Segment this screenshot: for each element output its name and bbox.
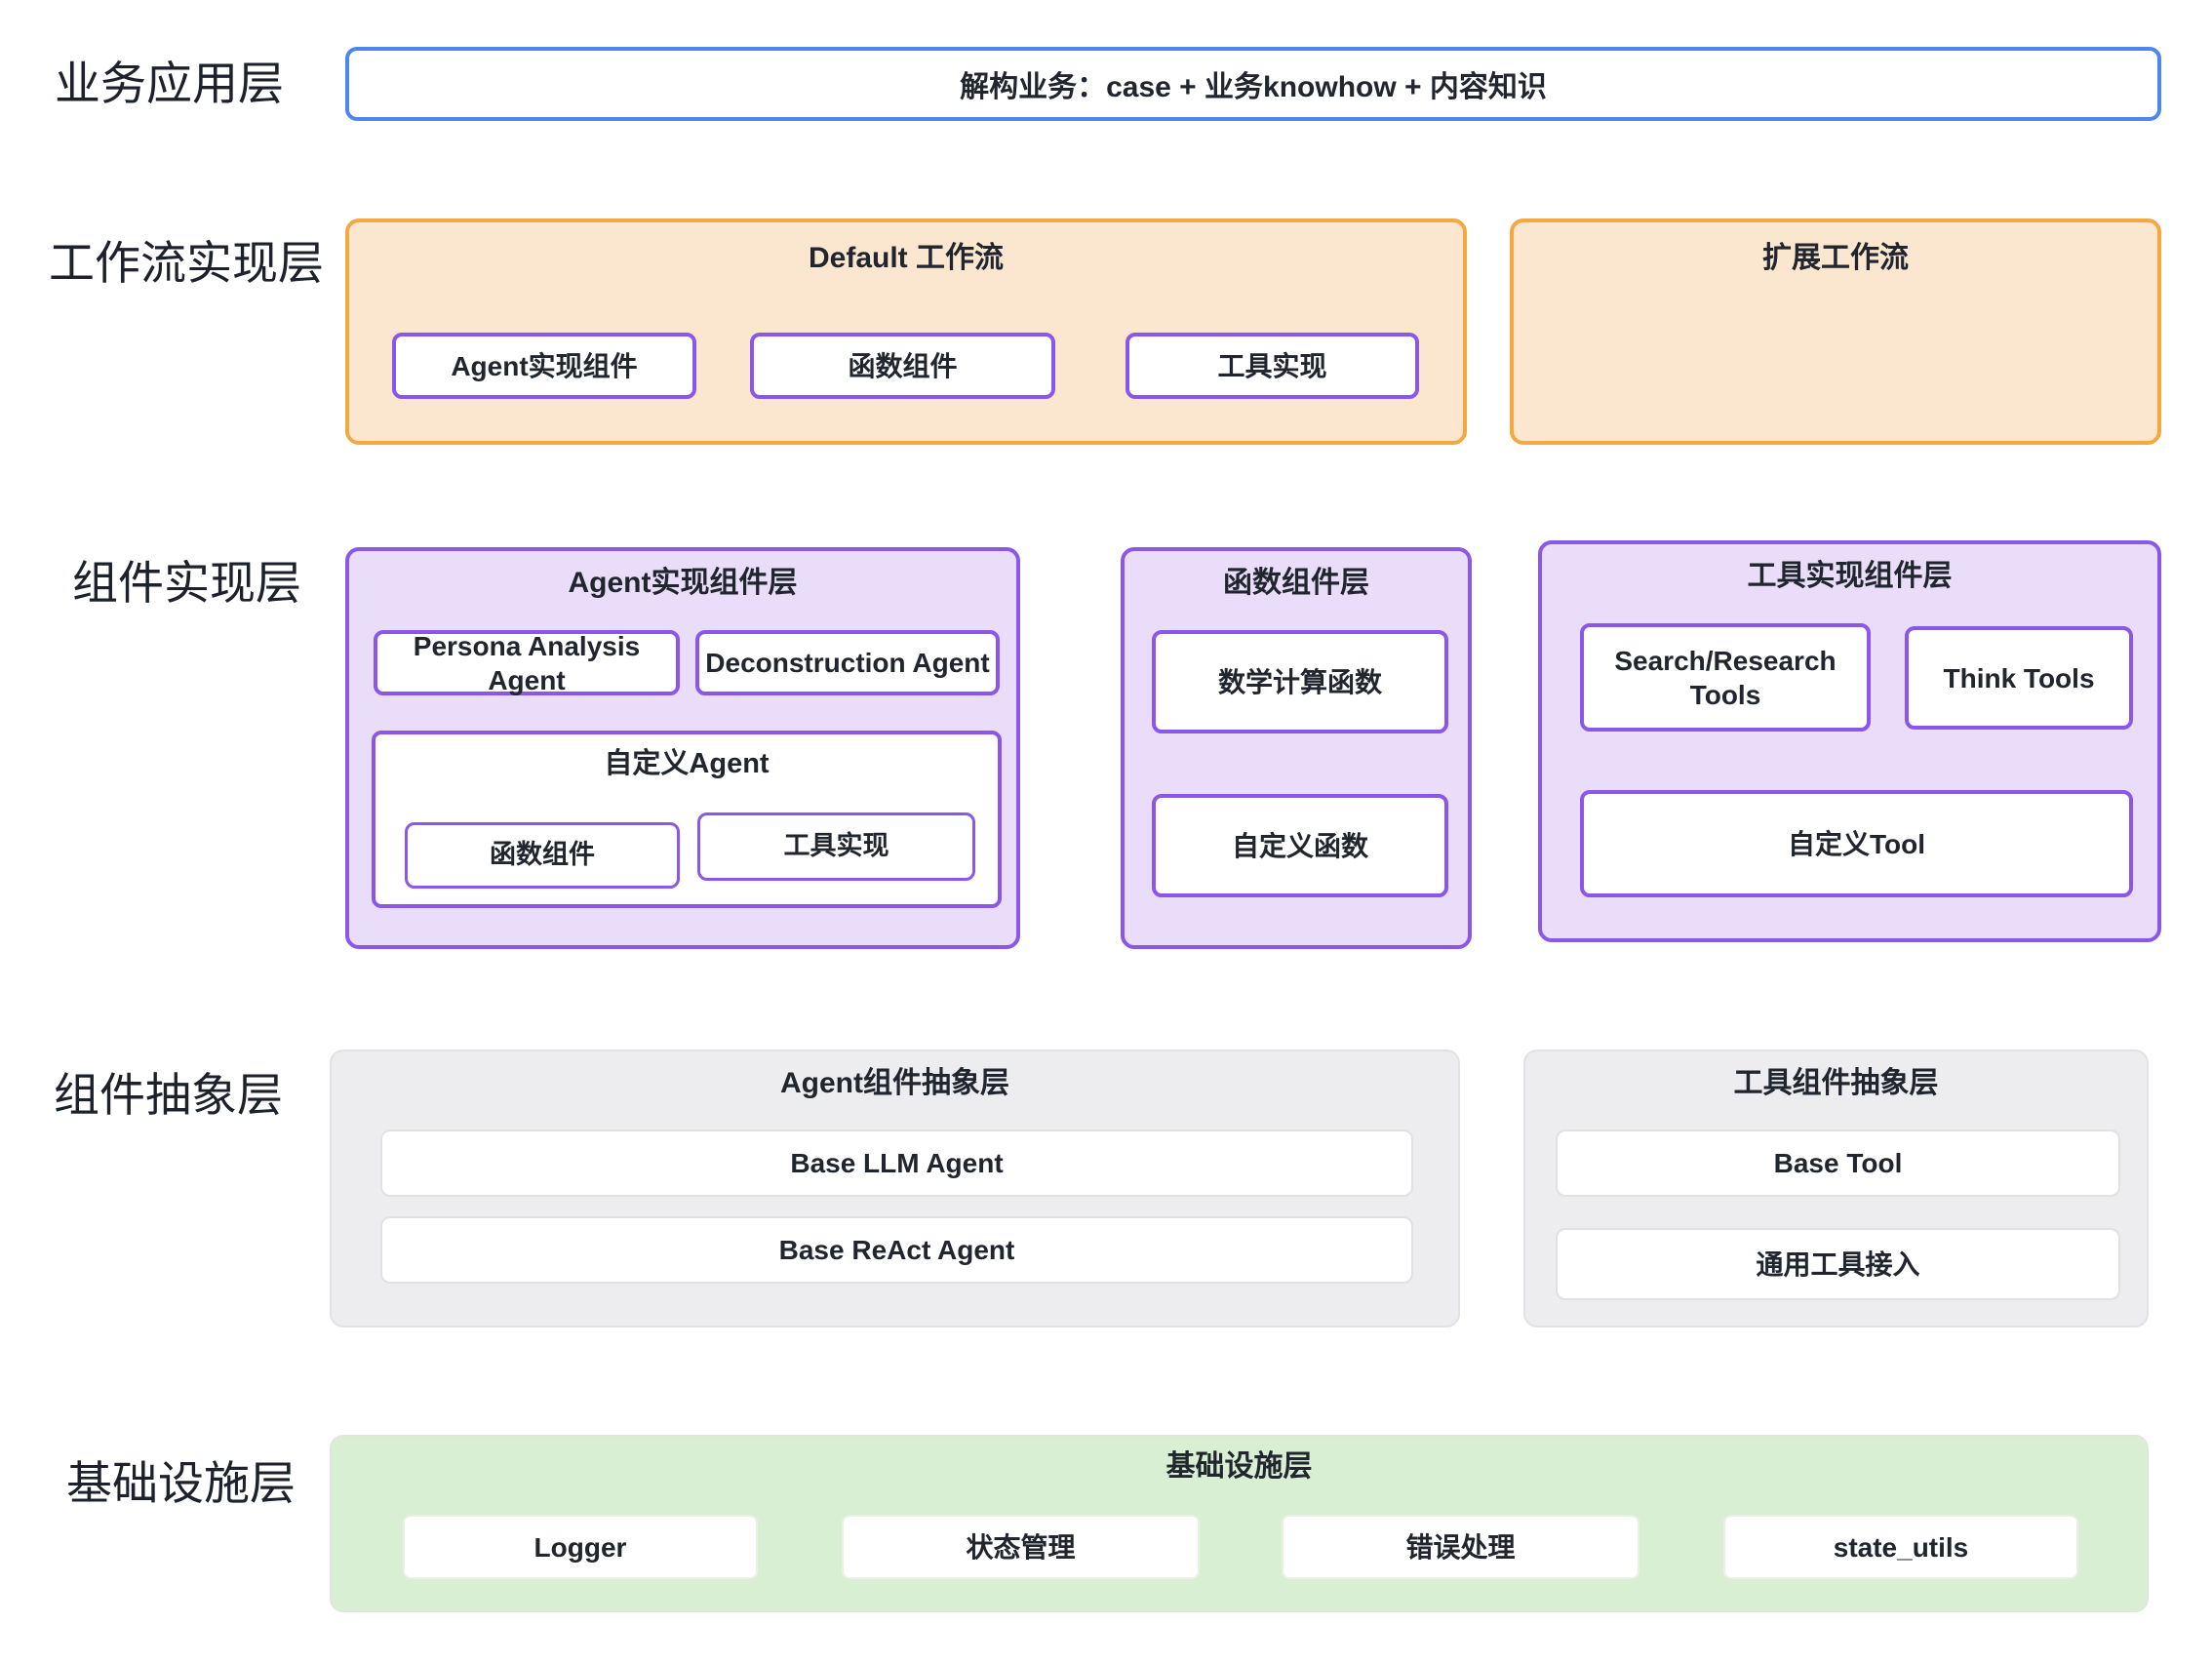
function-panel-title: 函数组件层: [1223, 567, 1369, 599]
custom-agent-title: 自定义Agent: [604, 748, 770, 779]
business-box: 解构业务：case + 业务knowhow + 内容知识: [345, 47, 2161, 121]
default-workflow-panel: Default 工作流 Agent实现组件 函数组件 工具实现: [345, 218, 1467, 445]
node-search-research-tools: Search/Research Tools: [1580, 623, 1871, 732]
layer-label-business: 业务应用层: [55, 58, 284, 109]
node-math-function: 数学计算函数: [1152, 630, 1448, 733]
layer-label-infra: 基础设施层: [66, 1457, 296, 1509]
node-state-utils: state_utils: [1723, 1515, 2078, 1579]
tool-impl-panel-title: 工具实现组件层: [1747, 560, 1953, 592]
layer-label-component-impl: 组件实现层: [72, 557, 301, 609]
extended-workflow-panel: 扩展工作流: [1510, 218, 2161, 445]
node-state-management: 状态管理: [842, 1515, 1200, 1579]
agent-abstraction-title: Agent组件抽象层: [780, 1067, 1009, 1099]
agent-impl-panel-title: Agent实现组件层: [568, 567, 798, 599]
function-panel: 函数组件层 数学计算函数 自定义函数: [1121, 547, 1472, 949]
node-persona-analysis-agent: Persona Analysis Agent: [374, 630, 680, 695]
extended-workflow-title: 扩展工作流: [1762, 242, 1909, 274]
node-custom-function: 自定义函数: [1152, 794, 1448, 897]
business-box-text: 解构业务：case + 业务knowhow + 内容知识: [960, 71, 1547, 103]
node-custom-agent-function-component: 函数组件: [405, 822, 680, 889]
layer-label-workflow: 工作流实现层: [49, 237, 324, 289]
tool-impl-panel: 工具实现组件层 Search/Research Tools Think Tool…: [1538, 540, 2161, 942]
tool-abstraction-title: 工具组件抽象层: [1733, 1067, 1939, 1099]
infrastructure-panel-title: 基础设施层: [1165, 1450, 1313, 1483]
agent-impl-panel: Agent实现组件层 Persona Analysis Agent Decons…: [345, 547, 1020, 949]
custom-agent-container: 自定义Agent 函数组件 工具实现: [372, 731, 1002, 908]
layer-label-abstraction: 组件抽象层: [54, 1069, 283, 1121]
tool-abstraction-panel: 工具组件抽象层 Base Tool 通用工具接入: [1523, 1050, 2149, 1327]
node-tool-impl: 工具实现: [1126, 333, 1419, 399]
node-agent-impl-component: Agent实现组件: [392, 333, 696, 399]
node-deconstruction-agent: Deconstruction Agent: [695, 630, 1000, 695]
node-base-llm-agent: Base LLM Agent: [380, 1129, 1413, 1197]
node-error-handling: 错误处理: [1282, 1515, 1639, 1579]
node-custom-tool: 自定义Tool: [1580, 790, 2133, 897]
node-think-tools: Think Tools: [1905, 626, 2133, 730]
node-logger: Logger: [403, 1515, 758, 1579]
node-base-tool: Base Tool: [1556, 1129, 2120, 1197]
node-universal-tool-access: 通用工具接入: [1556, 1228, 2120, 1300]
node-base-react-agent: Base ReAct Agent: [380, 1216, 1413, 1284]
agent-abstraction-panel: Agent组件抽象层 Base LLM Agent Base ReAct Age…: [330, 1050, 1460, 1327]
default-workflow-title: Default 工作流: [808, 242, 1004, 274]
infrastructure-panel: 基础设施层 Logger 状态管理 错误处理 state_utils: [330, 1435, 2149, 1612]
node-custom-agent-tool-impl: 工具实现: [697, 812, 975, 881]
node-function-component: 函数组件: [750, 333, 1055, 399]
